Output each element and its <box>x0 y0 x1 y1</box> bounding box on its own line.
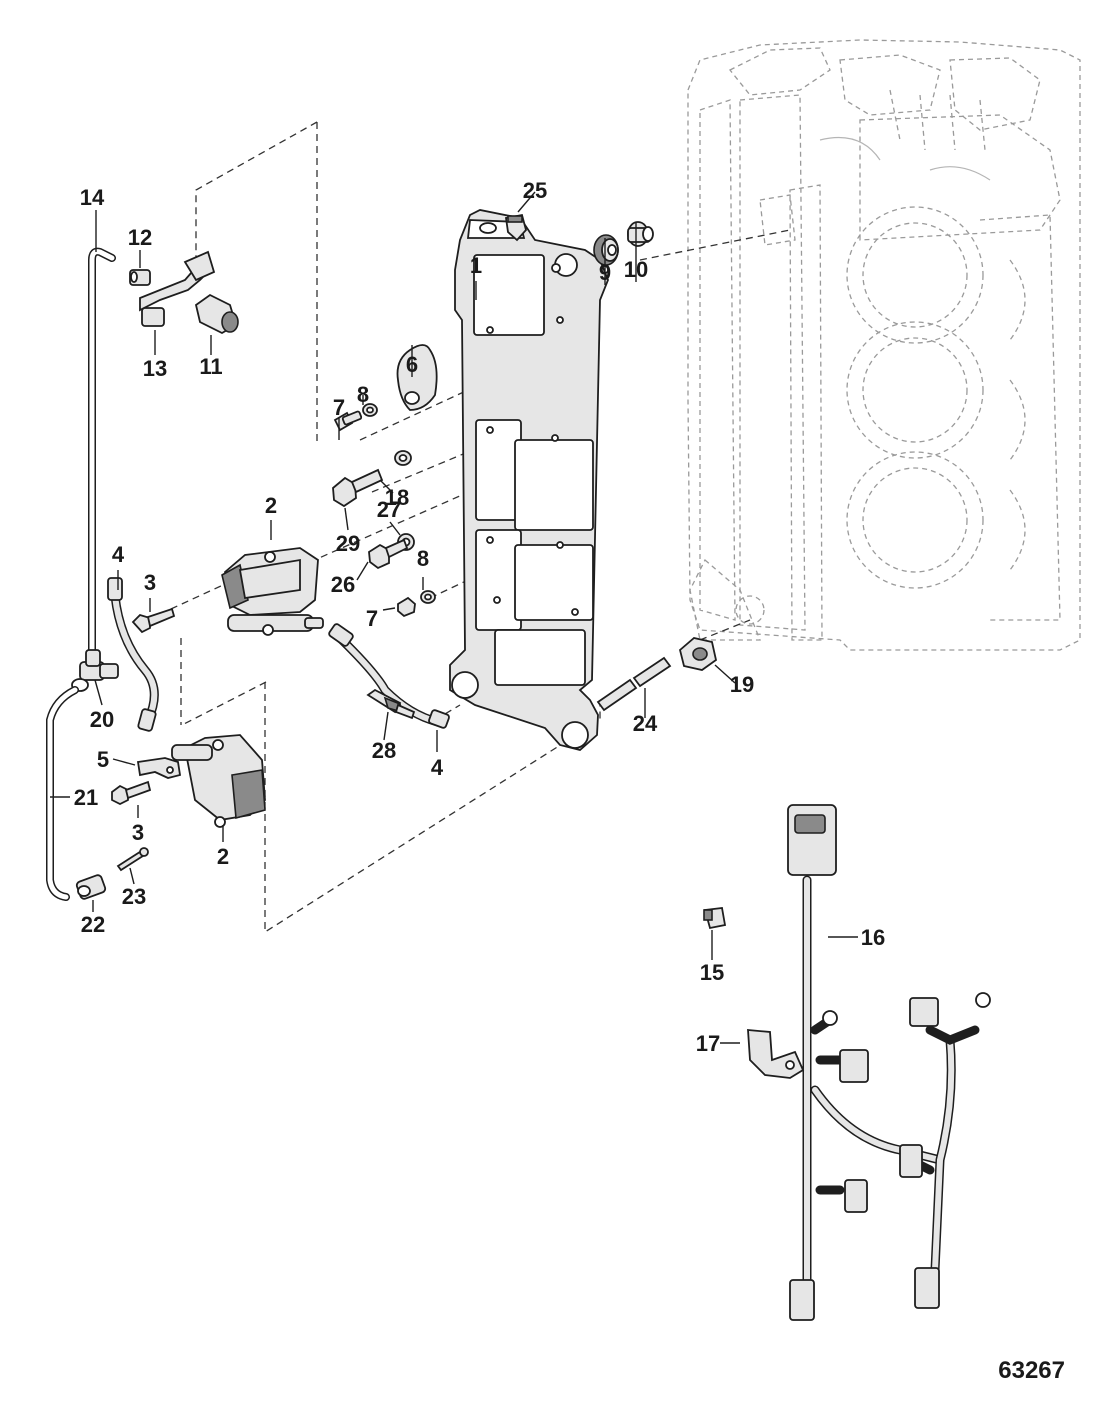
callout-2-upper: 2 <box>265 493 277 518</box>
callout-3-upper: 3 <box>144 570 156 595</box>
callout-18: 18 <box>385 485 409 510</box>
engine-block-ghost <box>687 39 1081 651</box>
callout-21: 21 <box>74 785 98 810</box>
grommet <box>593 234 619 266</box>
harness-clip-15 <box>703 907 727 930</box>
callout-2-lower: 2 <box>217 844 229 869</box>
callout-5: 5 <box>97 747 109 772</box>
fitting-19 <box>678 637 718 671</box>
sensor-clamp-13 <box>139 250 216 327</box>
ignition-coil-upper <box>221 547 324 636</box>
callout-23: 23 <box>122 884 146 909</box>
callout-8-upper: 8 <box>357 382 369 407</box>
callout-1: 1 <box>470 253 482 278</box>
callout-24: 24 <box>633 711 658 736</box>
ignition-coil-lower <box>171 734 266 828</box>
sensor-11 <box>194 293 239 335</box>
mounting-plate <box>449 209 609 751</box>
callout-20: 20 <box>90 707 114 732</box>
leader-lines <box>50 191 858 1044</box>
callout-27: 27 <box>377 497 401 522</box>
callout-8-lower: 8 <box>417 546 429 571</box>
callout-28: 28 <box>372 738 396 763</box>
callout-26: 26 <box>331 572 355 597</box>
harness-bracket-17 <box>747 1029 805 1079</box>
washer-8a <box>362 403 378 417</box>
callout-22: 22 <box>81 912 105 937</box>
callout-7-upper: 7 <box>333 395 345 420</box>
spark-plug-wire-lower <box>328 623 450 729</box>
callout-3-lower: 3 <box>132 820 144 845</box>
screw-3b <box>111 780 152 806</box>
callout-25: 25 <box>523 178 547 203</box>
callout-12: 12 <box>128 225 152 250</box>
callout-11: 11 <box>199 354 222 379</box>
washer-18 <box>394 450 412 466</box>
callout-29: 29 <box>336 531 360 556</box>
screw-7b <box>397 596 416 618</box>
hose-line-14 <box>88 247 116 660</box>
clip-25 <box>504 213 527 242</box>
spark-plug <box>366 688 416 720</box>
callout-17: 17 <box>696 1031 720 1056</box>
spacer <box>627 221 654 247</box>
washer-8b <box>420 590 436 604</box>
hose-21 <box>46 686 79 901</box>
tube-24 <box>596 656 672 712</box>
callout-4-upper: 4 <box>112 542 125 567</box>
fitting-22 <box>75 874 107 900</box>
screw-3a <box>131 607 176 634</box>
spark-plug-wire-upper <box>107 577 159 732</box>
bracket <box>136 757 182 779</box>
callout-16: 16 <box>861 925 885 950</box>
clip <box>396 344 438 411</box>
figure-number: 63267 <box>998 1357 1065 1384</box>
fitting-12 <box>129 269 151 286</box>
callout-10: 10 <box>624 257 648 282</box>
callout-4-lower: 4 <box>431 755 444 780</box>
callout-6: 6 <box>406 352 418 377</box>
screw-26 <box>368 538 409 570</box>
callout-13: 13 <box>143 356 167 381</box>
pin-23 <box>116 847 149 872</box>
callout-19: 19 <box>730 672 754 697</box>
wiring-harness <box>787 804 991 1321</box>
callout-9: 9 <box>599 260 611 285</box>
callout-14: 14 <box>80 185 105 210</box>
callout-7-lower: 7 <box>366 606 378 631</box>
callouts: 1 2 2 3 3 4 4 5 6 7 7 8 8 9 10 11 12 13 … <box>74 178 885 1056</box>
callout-15: 15 <box>700 960 724 985</box>
bolt-29 <box>332 468 384 508</box>
hose-tee <box>71 649 119 692</box>
